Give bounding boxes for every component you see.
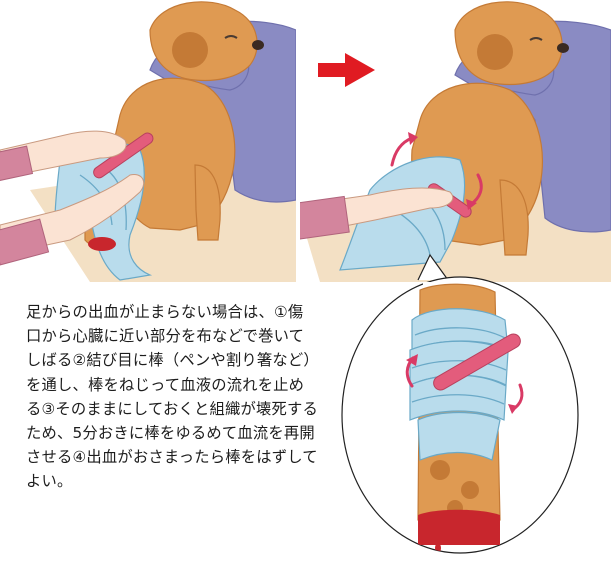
dog-front-leg — [194, 164, 221, 241]
curved-rotate-arrow-icon — [390, 136, 414, 167]
helper-cuff-upper — [0, 145, 34, 183]
helper-arm-upper — [0, 130, 127, 179]
helper-cuff — [300, 195, 350, 241]
dog-front-leg — [499, 179, 529, 256]
dog-ear — [172, 32, 208, 68]
dog-nose-icon — [557, 43, 569, 53]
caption-text: 足からの出血が止まらない場合は、①傷口から心臓に近い部分を布などで巻いてしばる②… — [26, 303, 318, 491]
dog-eye-icon — [529, 37, 543, 41]
scene-after — [300, 1, 611, 282]
blood-drop — [88, 237, 116, 251]
callout-pointer — [417, 253, 449, 281]
helper-cuff-lower — [0, 218, 50, 266]
tourniquet-stick — [433, 333, 521, 391]
dog-ear — [477, 34, 513, 70]
dog-nose-icon — [252, 40, 264, 50]
right-arrow-icon — [318, 53, 375, 87]
towel-tail — [417, 411, 501, 461]
scene-before — [0, 1, 296, 282]
dog-eye-icon — [224, 35, 238, 39]
blood-pool — [418, 509, 500, 545]
zoom-callout — [341, 253, 579, 554]
